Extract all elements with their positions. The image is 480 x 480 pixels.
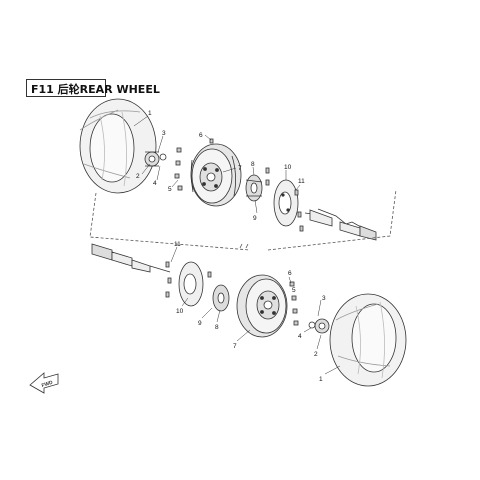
callout-upper-hub-nut: 2: [136, 173, 140, 180]
callout-lower-valve: 6: [288, 270, 292, 277]
lower-wheel-hub: [212, 284, 230, 312]
diagram-title: F11 后轮REAR WHEEL: [31, 81, 160, 97]
callout-lower-lug-nut: 5: [292, 287, 296, 294]
callout-numbers-upper: 1 3 2 4 5 6 7 8 9 10 11: [136, 110, 305, 222]
callout-lower-brake-disc: 10: [176, 308, 184, 315]
callout-leader-lines: [133, 115, 341, 375]
title-chinese: 后轮: [57, 83, 80, 96]
callout-upper-tire: 1: [148, 110, 152, 117]
front-direction-arrow-icon: FWD: [29, 372, 59, 394]
callout-lower-cotter-pin: 3: [322, 295, 326, 302]
lower-lug-nuts: [289, 281, 299, 326]
upper-tire: [79, 98, 157, 194]
callout-lower-disc-bolt: 11: [174, 241, 181, 248]
callout-upper-bolt: 9: [253, 215, 257, 222]
title-code: F11: [31, 83, 54, 96]
upper-hub-nut: [144, 151, 167, 167]
lower-drive-shaft: [91, 243, 171, 273]
callout-upper-lug-nut: 5: [168, 186, 172, 193]
front-arrow-label: FWD: [41, 380, 54, 389]
callout-upper-rim: 7: [238, 165, 242, 172]
callout-lower-hub-nut: 2: [314, 351, 318, 358]
callout-upper-brake-disc: 10: [284, 164, 292, 171]
lower-hub-nut: [308, 318, 330, 334]
callout-lower-rim: 7: [233, 343, 237, 350]
callout-upper-hub: 8: [251, 161, 255, 168]
callout-lower-tire: 1: [319, 376, 323, 383]
callout-numbers-lower: 11 10 9 8 6 5 7 3 4 2 1: [174, 241, 326, 383]
callout-upper-valve: 6: [199, 132, 203, 139]
callout-lower-hub: 8: [215, 324, 219, 331]
callout-lower-bolt: 9: [198, 320, 202, 327]
lower-brake-disc: [178, 261, 204, 307]
diagram-title-box: F11 后轮REAR WHEEL: [26, 79, 160, 97]
callout-upper-cotter-pin: 3: [162, 130, 166, 137]
upper-drive-shaft: [304, 208, 377, 241]
upper-wheel-hub: [245, 174, 263, 202]
upper-rim: [190, 143, 242, 207]
lower-tire: [329, 293, 407, 387]
lower-rim: [236, 274, 288, 338]
upper-disc-bolts: [265, 167, 304, 232]
upper-brake-disc: [273, 179, 299, 227]
callout-upper-disc-bolt: 11: [298, 178, 305, 185]
callout-lower-washer: 4: [298, 333, 302, 340]
axle-connection-lines: [89, 189, 397, 251]
lower-disc-bolts: [165, 261, 212, 298]
upper-lug-nuts: [174, 138, 214, 191]
title-english: REAR WHEEL: [79, 83, 160, 96]
callout-upper-washer: 4: [153, 180, 157, 187]
